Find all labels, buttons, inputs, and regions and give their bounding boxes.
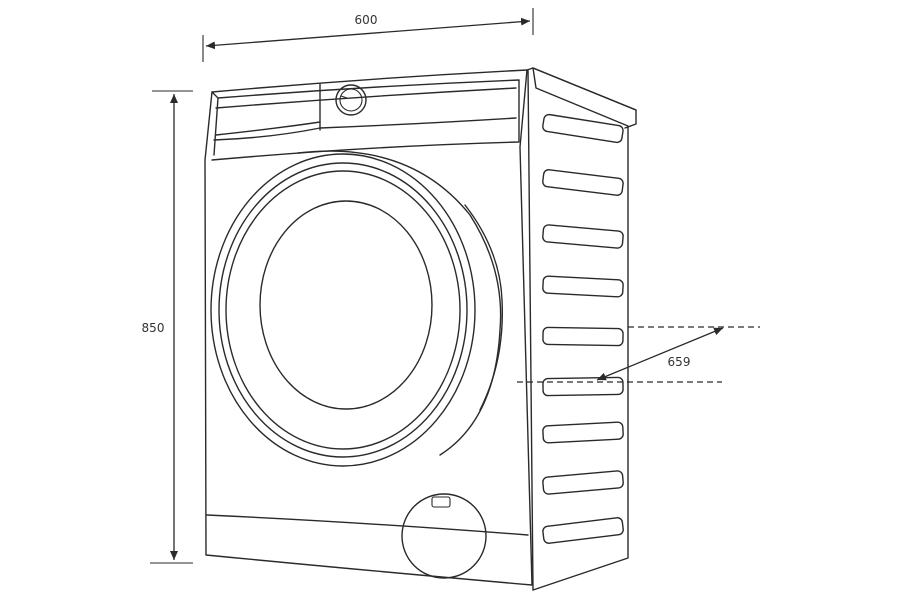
door-ring-3: [225, 170, 461, 450]
door-hinge-inner: [464, 204, 504, 411]
width-dimension-line: [205, 17, 531, 50]
depth-dimension: 659: [517, 326, 760, 383]
door-ring-2: [218, 162, 468, 458]
vent-slot-3: [542, 224, 624, 249]
program-dial-inner: [339, 88, 363, 112]
depth-dimension-line: [596, 327, 724, 381]
filter-hatch-latch: [431, 496, 451, 508]
vent-slot-7: [542, 421, 624, 444]
door-outer-ring: [210, 153, 476, 467]
depth-label: 659: [668, 355, 691, 369]
program-dial-icon: [335, 84, 367, 116]
filter-hatch-cover: [401, 493, 487, 579]
detergent-drawer-handle: [213, 117, 517, 141]
control-panel: [211, 79, 520, 161]
door: [210, 150, 504, 467]
control-panel-left-edge: [213, 97, 219, 156]
top-edge-back: [532, 67, 637, 111]
side-panel-outline: [532, 67, 629, 591]
vent-slot-8: [542, 470, 624, 495]
washing-machine-body: [204, 67, 637, 591]
vent-slot-1: [542, 113, 624, 144]
door-hinge-surround: [297, 150, 502, 456]
vent-slot-9: [542, 517, 624, 544]
vent-slot-4: [542, 275, 624, 298]
door-glass: [259, 200, 433, 410]
height-label: 850: [142, 321, 165, 335]
front-side-corner-edge: [527, 69, 534, 591]
detergent-drawer-lower-edge: [215, 121, 321, 136]
vent-slot-2: [542, 169, 624, 196]
width-label: 600: [355, 13, 378, 27]
width-dimension: 600: [202, 8, 534, 62]
vent-slot-6: [542, 376, 624, 397]
side-vents: [542, 113, 624, 544]
plinth-line: [206, 514, 529, 536]
vent-slot-5: [542, 326, 624, 347]
height-dimension: 850: [142, 90, 193, 564]
dial-indicator: [340, 95, 348, 99]
front-panel-outline: [204, 69, 533, 586]
filter-hatch: [401, 493, 487, 579]
